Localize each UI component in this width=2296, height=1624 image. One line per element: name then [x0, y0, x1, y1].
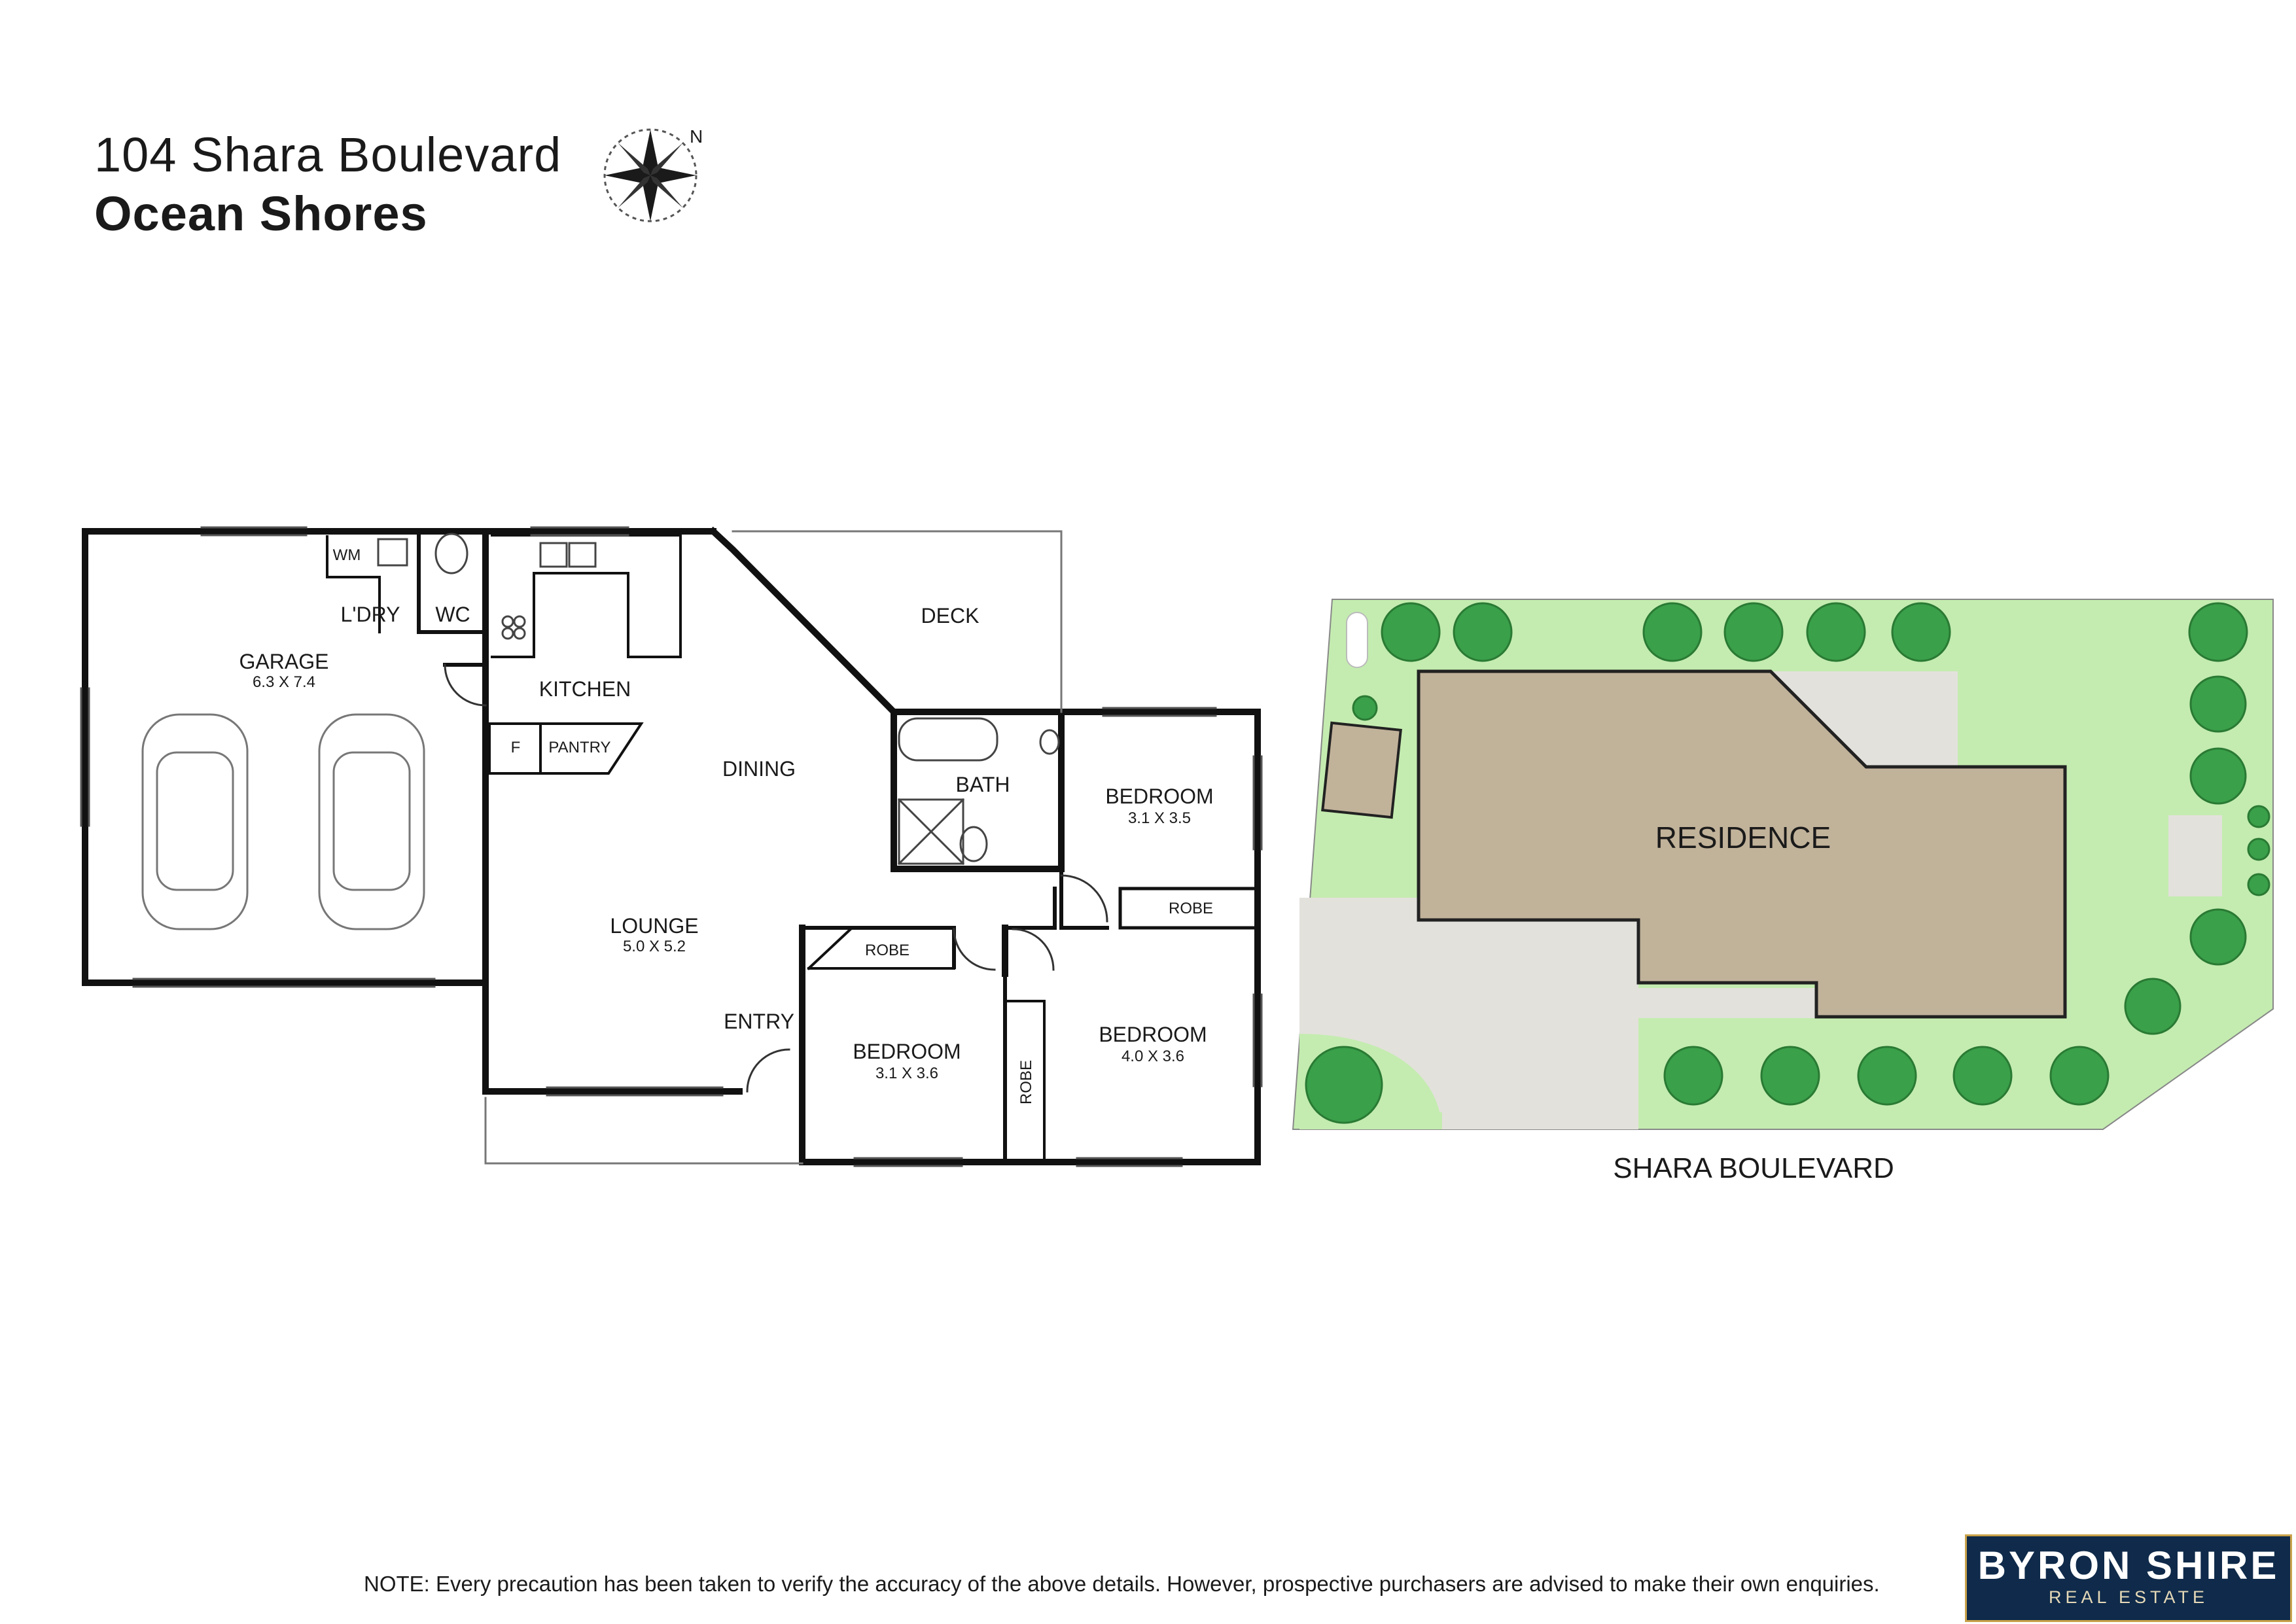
side-paving — [1638, 988, 1816, 1018]
lounge-label: LOUNGE — [610, 914, 698, 938]
lounge-size: 5.0 X 5.2 — [623, 938, 686, 955]
disclaimer-note: NOTE: Every precaution has been taken to… — [364, 1572, 1880, 1596]
robe-bedroom3-label: ROBE — [1017, 1060, 1035, 1104]
compass-north-label: N — [690, 126, 703, 147]
bedroom2-label: BEDROOM — [853, 1040, 961, 1063]
trees — [1305, 602, 2270, 1124]
logo-main-text: BYRON SHIRE — [1977, 1544, 2280, 1587]
laundry-label: L'DRY — [341, 603, 400, 626]
kitchen-label: KITCHEN — [539, 677, 631, 701]
side-slab — [2168, 815, 2222, 896]
deck-label: DECK — [921, 604, 980, 627]
bedroom1-label: BEDROOM — [1105, 785, 1213, 808]
residence-footprint — [1417, 669, 2067, 1019]
wc-label: WC — [435, 603, 470, 626]
suburb-title: Ocean Shores — [94, 186, 428, 241]
fridge-label: F — [511, 739, 521, 756]
bedroom3-size: 4.0 X 3.6 — [1122, 1048, 1184, 1065]
dining-label: DINING — [722, 757, 796, 781]
washing-machine-label: WM — [333, 546, 361, 564]
entry-label: ENTRY — [724, 1010, 794, 1033]
pool-ellipse — [1346, 612, 1368, 668]
room-labels: GARAGE 6.3 X 7.4 WM L'DRY WC KITCHEN F P… — [239, 546, 1214, 1104]
shed — [1321, 721, 1402, 819]
bath-label: BATH — [956, 773, 1010, 796]
site-plan: RESIDENCE SHARA BOULEVARD — [1292, 599, 2274, 1184]
bedroom1-size: 3.1 X 3.5 — [1128, 809, 1191, 827]
garage-label: GARAGE — [239, 650, 329, 673]
bedroom3-label: BEDROOM — [1099, 1023, 1207, 1046]
robe-bedroom2-label: ROBE — [865, 942, 910, 959]
agency-logo: BYRON SHIRE REAL ESTATE — [1965, 1534, 2292, 1622]
logo-sub-text: REAL ESTATE — [2048, 1587, 2209, 1607]
floor-plan — [80, 526, 1263, 1167]
residence-label: RESIDENCE — [1655, 821, 1831, 855]
pantry-label: PANTRY — [548, 739, 610, 756]
compass-icon: N — [603, 126, 703, 222]
rear-paving — [1771, 671, 1958, 767]
bedroom2-size: 3.1 X 3.6 — [875, 1065, 938, 1082]
street-label: SHARA BOULEVARD — [1613, 1152, 1894, 1184]
address-line: 104 Shara Boulevard — [94, 128, 562, 182]
robe-bedroom1-label: ROBE — [1169, 900, 1213, 917]
garage-size: 6.3 X 7.4 — [253, 673, 315, 691]
